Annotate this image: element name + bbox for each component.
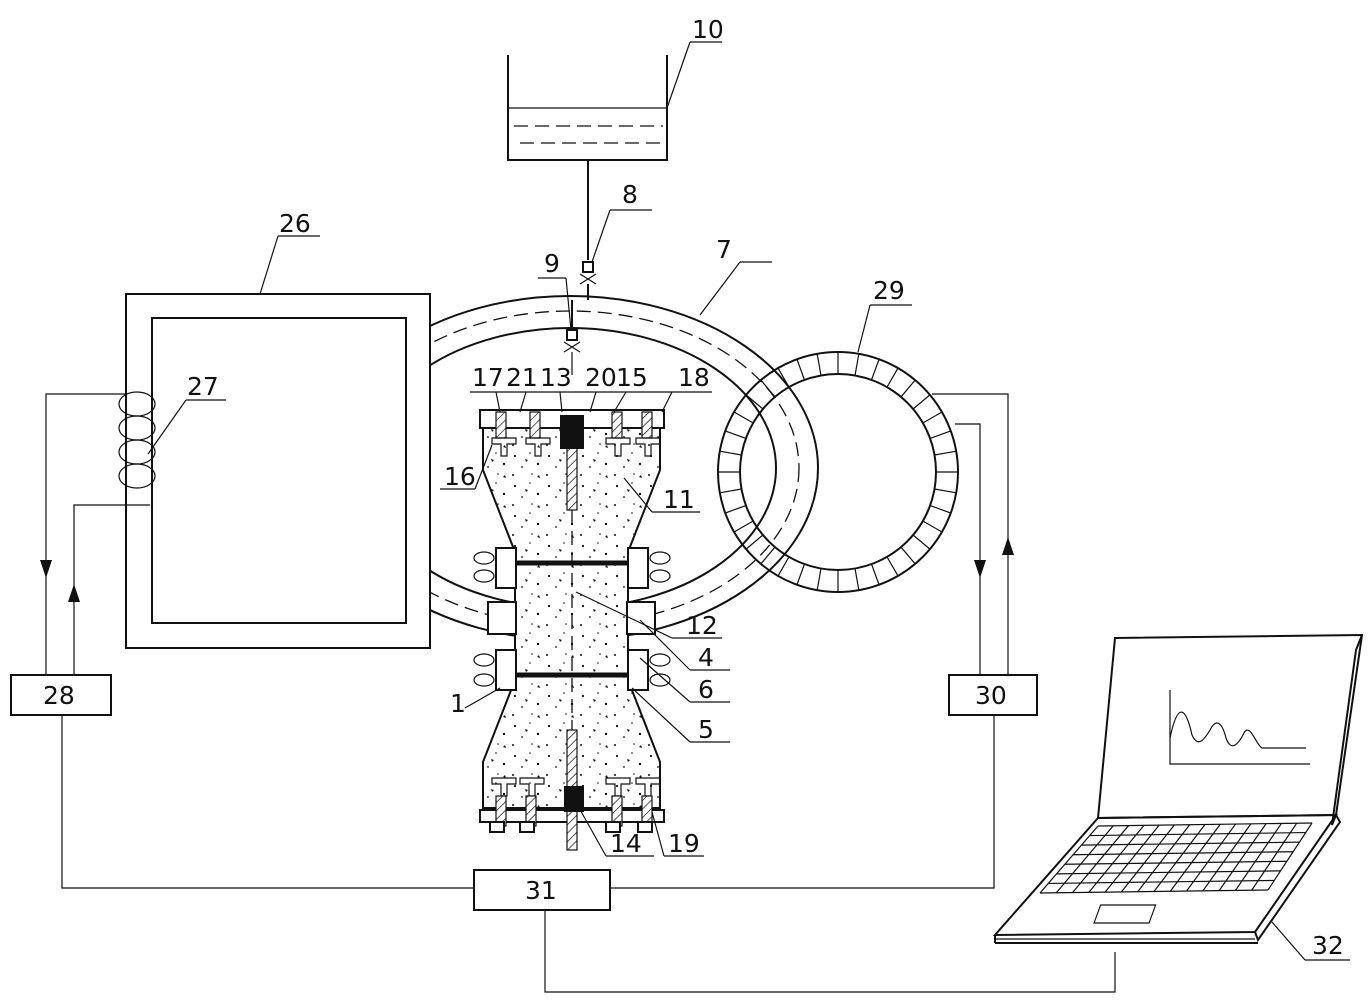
label-12: 12 bbox=[686, 611, 718, 640]
magnet-frame-26: 26 bbox=[126, 209, 430, 648]
ring-segment-tick bbox=[887, 557, 898, 576]
ring-segment-tick bbox=[817, 354, 821, 376]
label-18: 18 bbox=[678, 363, 710, 392]
label-13: 13 bbox=[540, 363, 572, 392]
leader-1: 1 bbox=[450, 688, 500, 718]
top-labels: 17 21 13 20 15 18 bbox=[470, 363, 712, 412]
label-29: 29 bbox=[873, 276, 905, 305]
ring-segment-tick bbox=[761, 547, 775, 564]
ring-segment-tick bbox=[913, 395, 930, 409]
ring-segment-tick bbox=[935, 451, 957, 455]
controller-28: 28 bbox=[11, 675, 474, 888]
valve-8: 8 bbox=[580, 180, 652, 300]
label-17: 17 bbox=[472, 363, 504, 392]
label-28: 28 bbox=[43, 681, 75, 710]
label-30: 30 bbox=[975, 681, 1007, 710]
ring-segment-tick bbox=[797, 564, 805, 585]
leader-10: 10 bbox=[667, 15, 724, 108]
ring-segment-tick bbox=[797, 359, 805, 380]
ring-segment-tick bbox=[778, 368, 789, 387]
ring-segment-tick bbox=[734, 412, 753, 423]
label-14: 14 bbox=[610, 829, 642, 858]
label-31: 31 bbox=[525, 876, 557, 905]
ring-segment-tick bbox=[720, 451, 742, 455]
keyboard bbox=[1040, 823, 1312, 893]
ring-segment-tick bbox=[725, 506, 746, 514]
ring-segment-tick bbox=[855, 569, 859, 591]
label-7: 7 bbox=[716, 235, 732, 264]
ring-segment-tick bbox=[923, 521, 942, 532]
segmented-ring-29: 29 bbox=[718, 276, 958, 592]
label-20: 20 bbox=[585, 363, 617, 392]
label-27: 27 bbox=[187, 372, 219, 401]
ring-segment-tick bbox=[887, 368, 898, 387]
label-4: 4 bbox=[698, 643, 714, 672]
label-15: 15 bbox=[616, 363, 648, 392]
laptop-32: 32 bbox=[995, 635, 1362, 960]
ring-segment-tick bbox=[901, 547, 915, 564]
label-19: 19 bbox=[668, 829, 700, 858]
ring-segment-tick bbox=[913, 535, 930, 549]
label-1: 1 bbox=[450, 689, 466, 718]
label-5: 5 bbox=[698, 715, 714, 744]
ring-segment-tick bbox=[930, 506, 951, 514]
water-tank bbox=[508, 55, 667, 260]
label-11: 11 bbox=[663, 485, 695, 514]
ring-segment-tick bbox=[872, 359, 880, 380]
wiring-right bbox=[932, 394, 1014, 675]
label-32: 32 bbox=[1312, 931, 1344, 960]
ring-segment-tick bbox=[734, 521, 753, 532]
ring-segment-tick bbox=[872, 564, 880, 585]
label-6: 6 bbox=[698, 675, 714, 704]
label-16: 16 bbox=[444, 462, 476, 491]
ring-segment-tick bbox=[720, 489, 742, 493]
label-9: 9 bbox=[544, 249, 560, 278]
label-8: 8 bbox=[622, 180, 638, 209]
label-10: 10 bbox=[692, 15, 724, 44]
label-21: 21 bbox=[506, 363, 538, 392]
ring-segment-tick bbox=[725, 431, 746, 439]
ring-segment-tick bbox=[817, 569, 821, 591]
ring-segment-tick bbox=[901, 380, 915, 397]
ring-segment-tick bbox=[930, 431, 951, 439]
ring-segment-tick bbox=[761, 380, 775, 397]
label-26: 26 bbox=[279, 209, 311, 238]
specimen bbox=[474, 410, 670, 850]
ring-segment-tick bbox=[855, 354, 859, 376]
ring-segment-tick bbox=[935, 489, 957, 493]
ring-segment-tick bbox=[923, 412, 942, 423]
